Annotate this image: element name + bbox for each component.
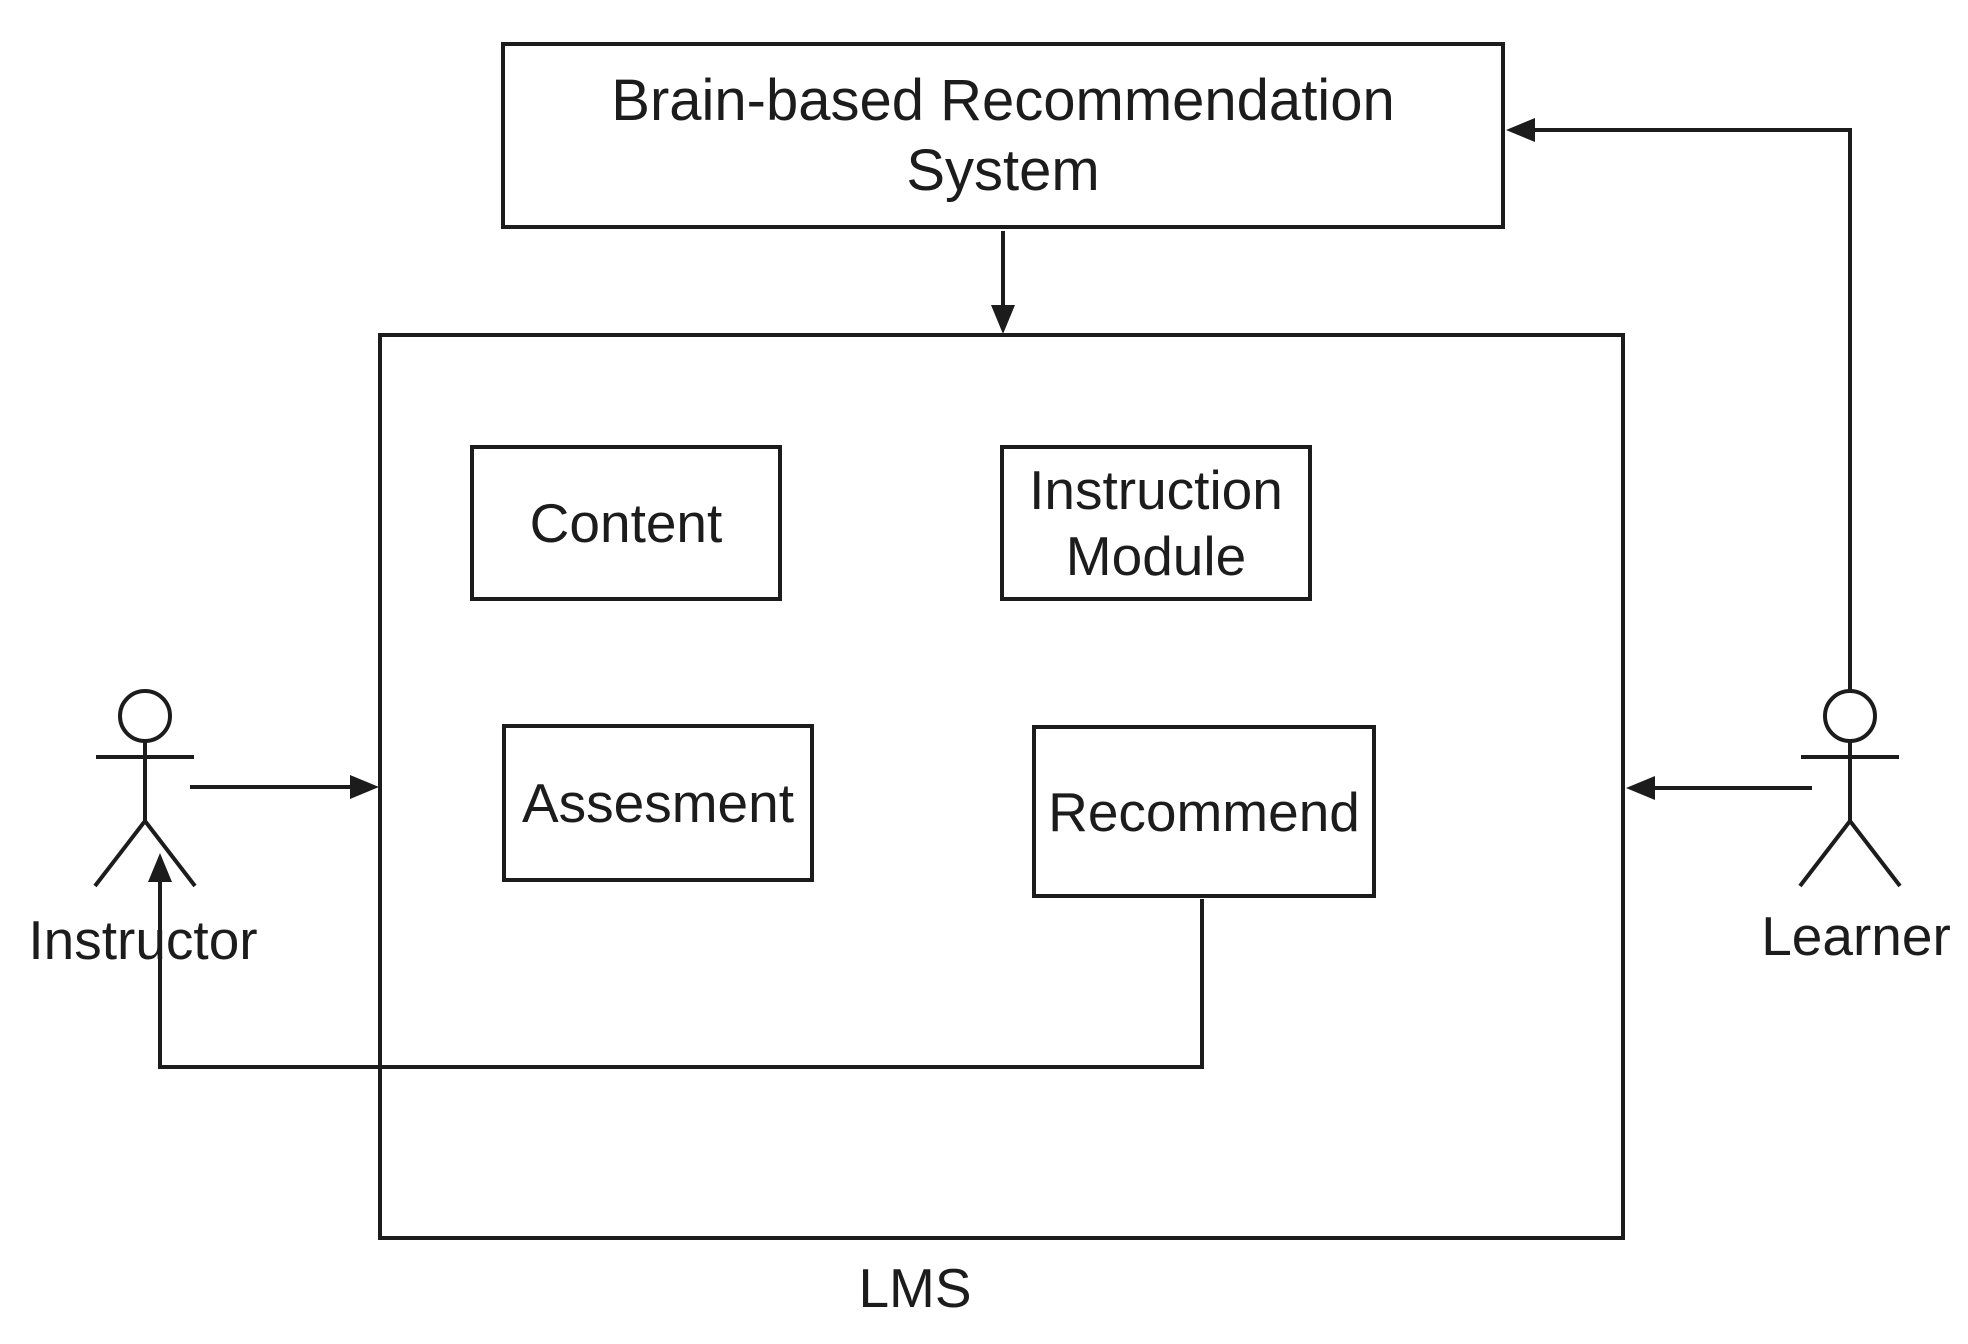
system-box-label: Brain-based Recommendation System (611, 67, 1427, 203)
instructor-leg-left (93, 819, 147, 888)
module-recommend-label: Recommend (1048, 780, 1360, 843)
system-box: Brain-based Recommendation System (501, 42, 1505, 229)
lms-label: LMS (858, 1257, 972, 1319)
arrow-system-to-lms (991, 231, 1015, 334)
module-content-label: Content (529, 492, 723, 554)
instructor-leg-right (143, 819, 197, 888)
module-instruction: Instruction Module (1000, 445, 1312, 601)
learner-person-icon (1798, 689, 1902, 888)
learner-label: Learner (1761, 905, 1951, 967)
instructor-label: Instructor (28, 909, 258, 971)
learner-leg-left (1798, 819, 1852, 888)
lms-box (378, 333, 1625, 1240)
arrow-instructor-to-lms-arrowhead-icon (350, 775, 379, 799)
arrow-learner-to-lms-arrowhead-icon (1626, 776, 1655, 800)
arrow-learner-to-lms (1626, 776, 1812, 800)
instructor-head (118, 689, 172, 743)
learner-leg-right (1848, 819, 1902, 888)
arrow-learner-to-system-arrowhead-icon (1506, 118, 1535, 142)
arrow-system-to-lms-arrowhead-icon (991, 305, 1015, 334)
arrow-recommend-to-instructor-arrowhead-icon (148, 853, 172, 882)
module-instruction-label: Instruction Module (1029, 459, 1283, 587)
module-content: Content (470, 445, 782, 601)
module-recommend: Recommend (1032, 725, 1376, 898)
arrow-instructor-to-lms (190, 775, 379, 799)
module-assessment: Assesment (502, 724, 814, 882)
learner-head (1823, 689, 1877, 743)
module-assessment-label: Assesment (521, 772, 795, 834)
instructor-person-icon (93, 689, 197, 888)
